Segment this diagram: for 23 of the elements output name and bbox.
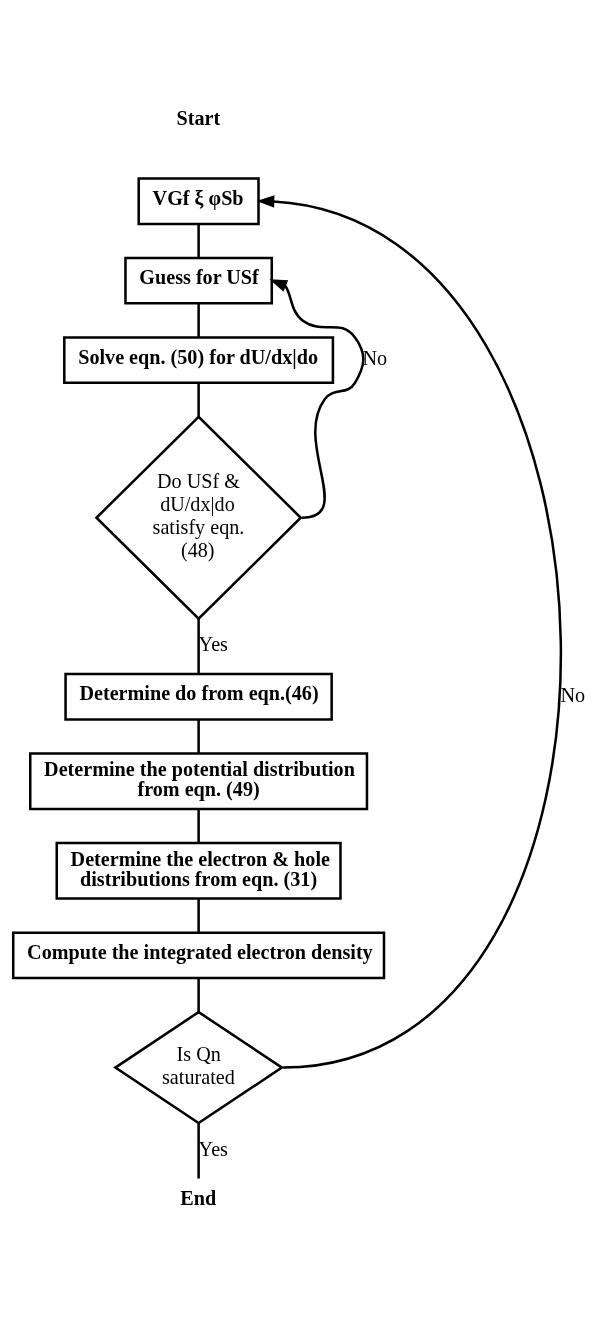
node-box: Determine the electron & hole distributions from eqn. (31) bbox=[55, 841, 342, 900]
label: Start bbox=[176, 106, 221, 129]
node-box: VGf ξ φSb bbox=[137, 176, 260, 225]
connector bbox=[197, 1122, 200, 1178]
connector bbox=[197, 382, 200, 417]
node-box: Solve eqn. (50) for dU/dx|do bbox=[63, 335, 335, 384]
connector bbox=[197, 977, 200, 1012]
node-box: Guess for USf bbox=[124, 256, 273, 305]
node-box: Compute the integrated electron density bbox=[11, 930, 386, 979]
edge-label: No bbox=[560, 683, 586, 706]
connector bbox=[197, 898, 200, 932]
node-diamond: Is Qn saturated bbox=[113, 1010, 285, 1125]
node-text: End bbox=[180, 1186, 217, 1209]
connector bbox=[197, 719, 200, 753]
connector bbox=[197, 808, 200, 843]
node-box: Determine do from eqn.(46) bbox=[64, 672, 333, 721]
connector bbox=[197, 618, 200, 674]
node-box: Determine the potential distribution from eqn. (49) bbox=[29, 751, 369, 810]
connector bbox=[197, 223, 200, 258]
connector bbox=[197, 303, 200, 337]
arrow bbox=[269, 278, 365, 519]
arrow bbox=[256, 194, 562, 1069]
node-diamond: Do USf & dU/dx|do satisfy eqn. (48) bbox=[94, 414, 303, 620]
